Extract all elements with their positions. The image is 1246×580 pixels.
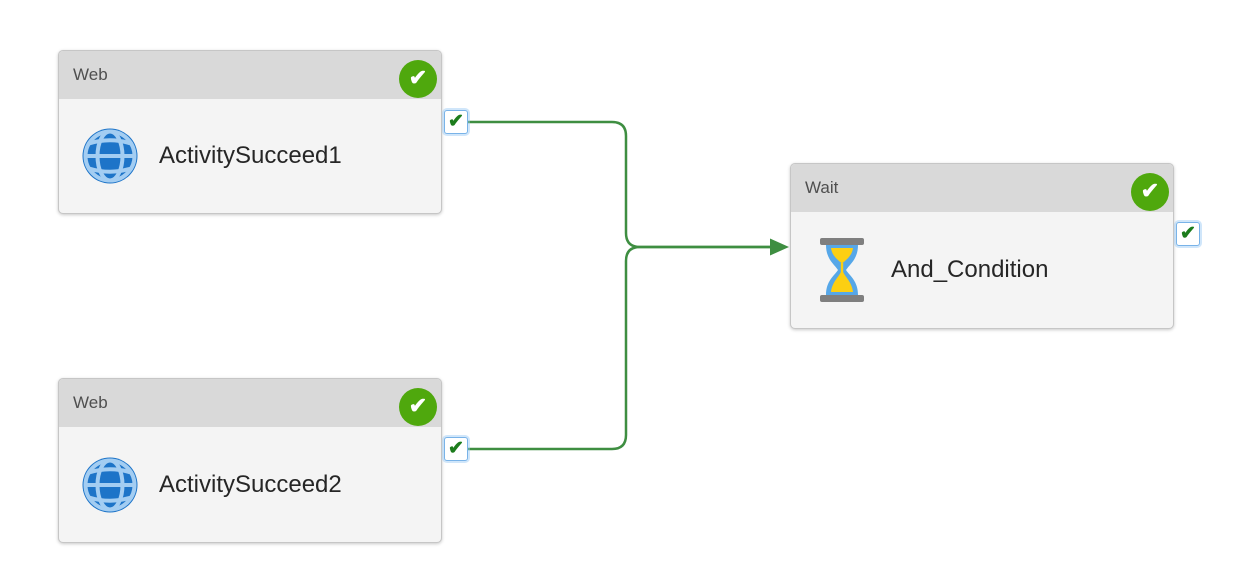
output-port-activitysucceed1[interactable]: ✔: [444, 110, 468, 134]
node-header: Wait ✔: [791, 164, 1173, 212]
activity-node-activitysucceed1[interactable]: Web ✔ ActivitySucceed1: [58, 50, 442, 214]
status-succeeded-icon: ✔: [399, 60, 437, 98]
output-port-andcondition[interactable]: ✔: [1176, 222, 1200, 246]
node-body: ActivitySucceed2: [59, 427, 441, 542]
check-icon: ✔: [408, 393, 428, 418]
success-check-icon: ✔: [448, 437, 464, 459]
output-port-activitysucceed2[interactable]: ✔: [444, 437, 468, 461]
activity-type-label: Wait: [805, 178, 839, 197]
activity-type-label: Web: [73, 65, 108, 84]
success-check-icon: ✔: [1180, 222, 1196, 244]
globe-icon: [79, 126, 141, 186]
connector-succeed2-to-andcondition[interactable]: [468, 245, 770, 451]
check-icon: ✔: [408, 65, 428, 90]
success-check-icon: ✔: [448, 110, 464, 132]
activity-name: ActivitySucceed2: [159, 470, 342, 498]
activity-name: ActivitySucceed1: [159, 142, 342, 169]
status-succeeded-icon: ✔: [1131, 173, 1169, 211]
node-header: Web ✔: [59, 51, 441, 99]
activity-node-activitysucceed2[interactable]: Web ✔ ActivitySucceed2: [58, 378, 442, 543]
activity-type-label: Web: [73, 393, 108, 412]
activity-node-andcondition[interactable]: Wait ✔ And_Condition: [790, 163, 1174, 329]
status-succeeded-icon: ✔: [399, 388, 437, 426]
check-icon: ✔: [1140, 178, 1160, 203]
node-header: Web ✔: [59, 379, 441, 427]
activity-name: And_Condition: [891, 256, 1049, 283]
node-body: ActivitySucceed1: [59, 99, 441, 213]
connector-succeed1-to-andcondition[interactable]: [468, 120, 770, 249]
globe-icon: [79, 455, 141, 515]
connector-arrowhead-icon: [770, 238, 789, 256]
hourglass-icon: [811, 238, 873, 302]
node-body: And_Condition: [791, 212, 1173, 328]
